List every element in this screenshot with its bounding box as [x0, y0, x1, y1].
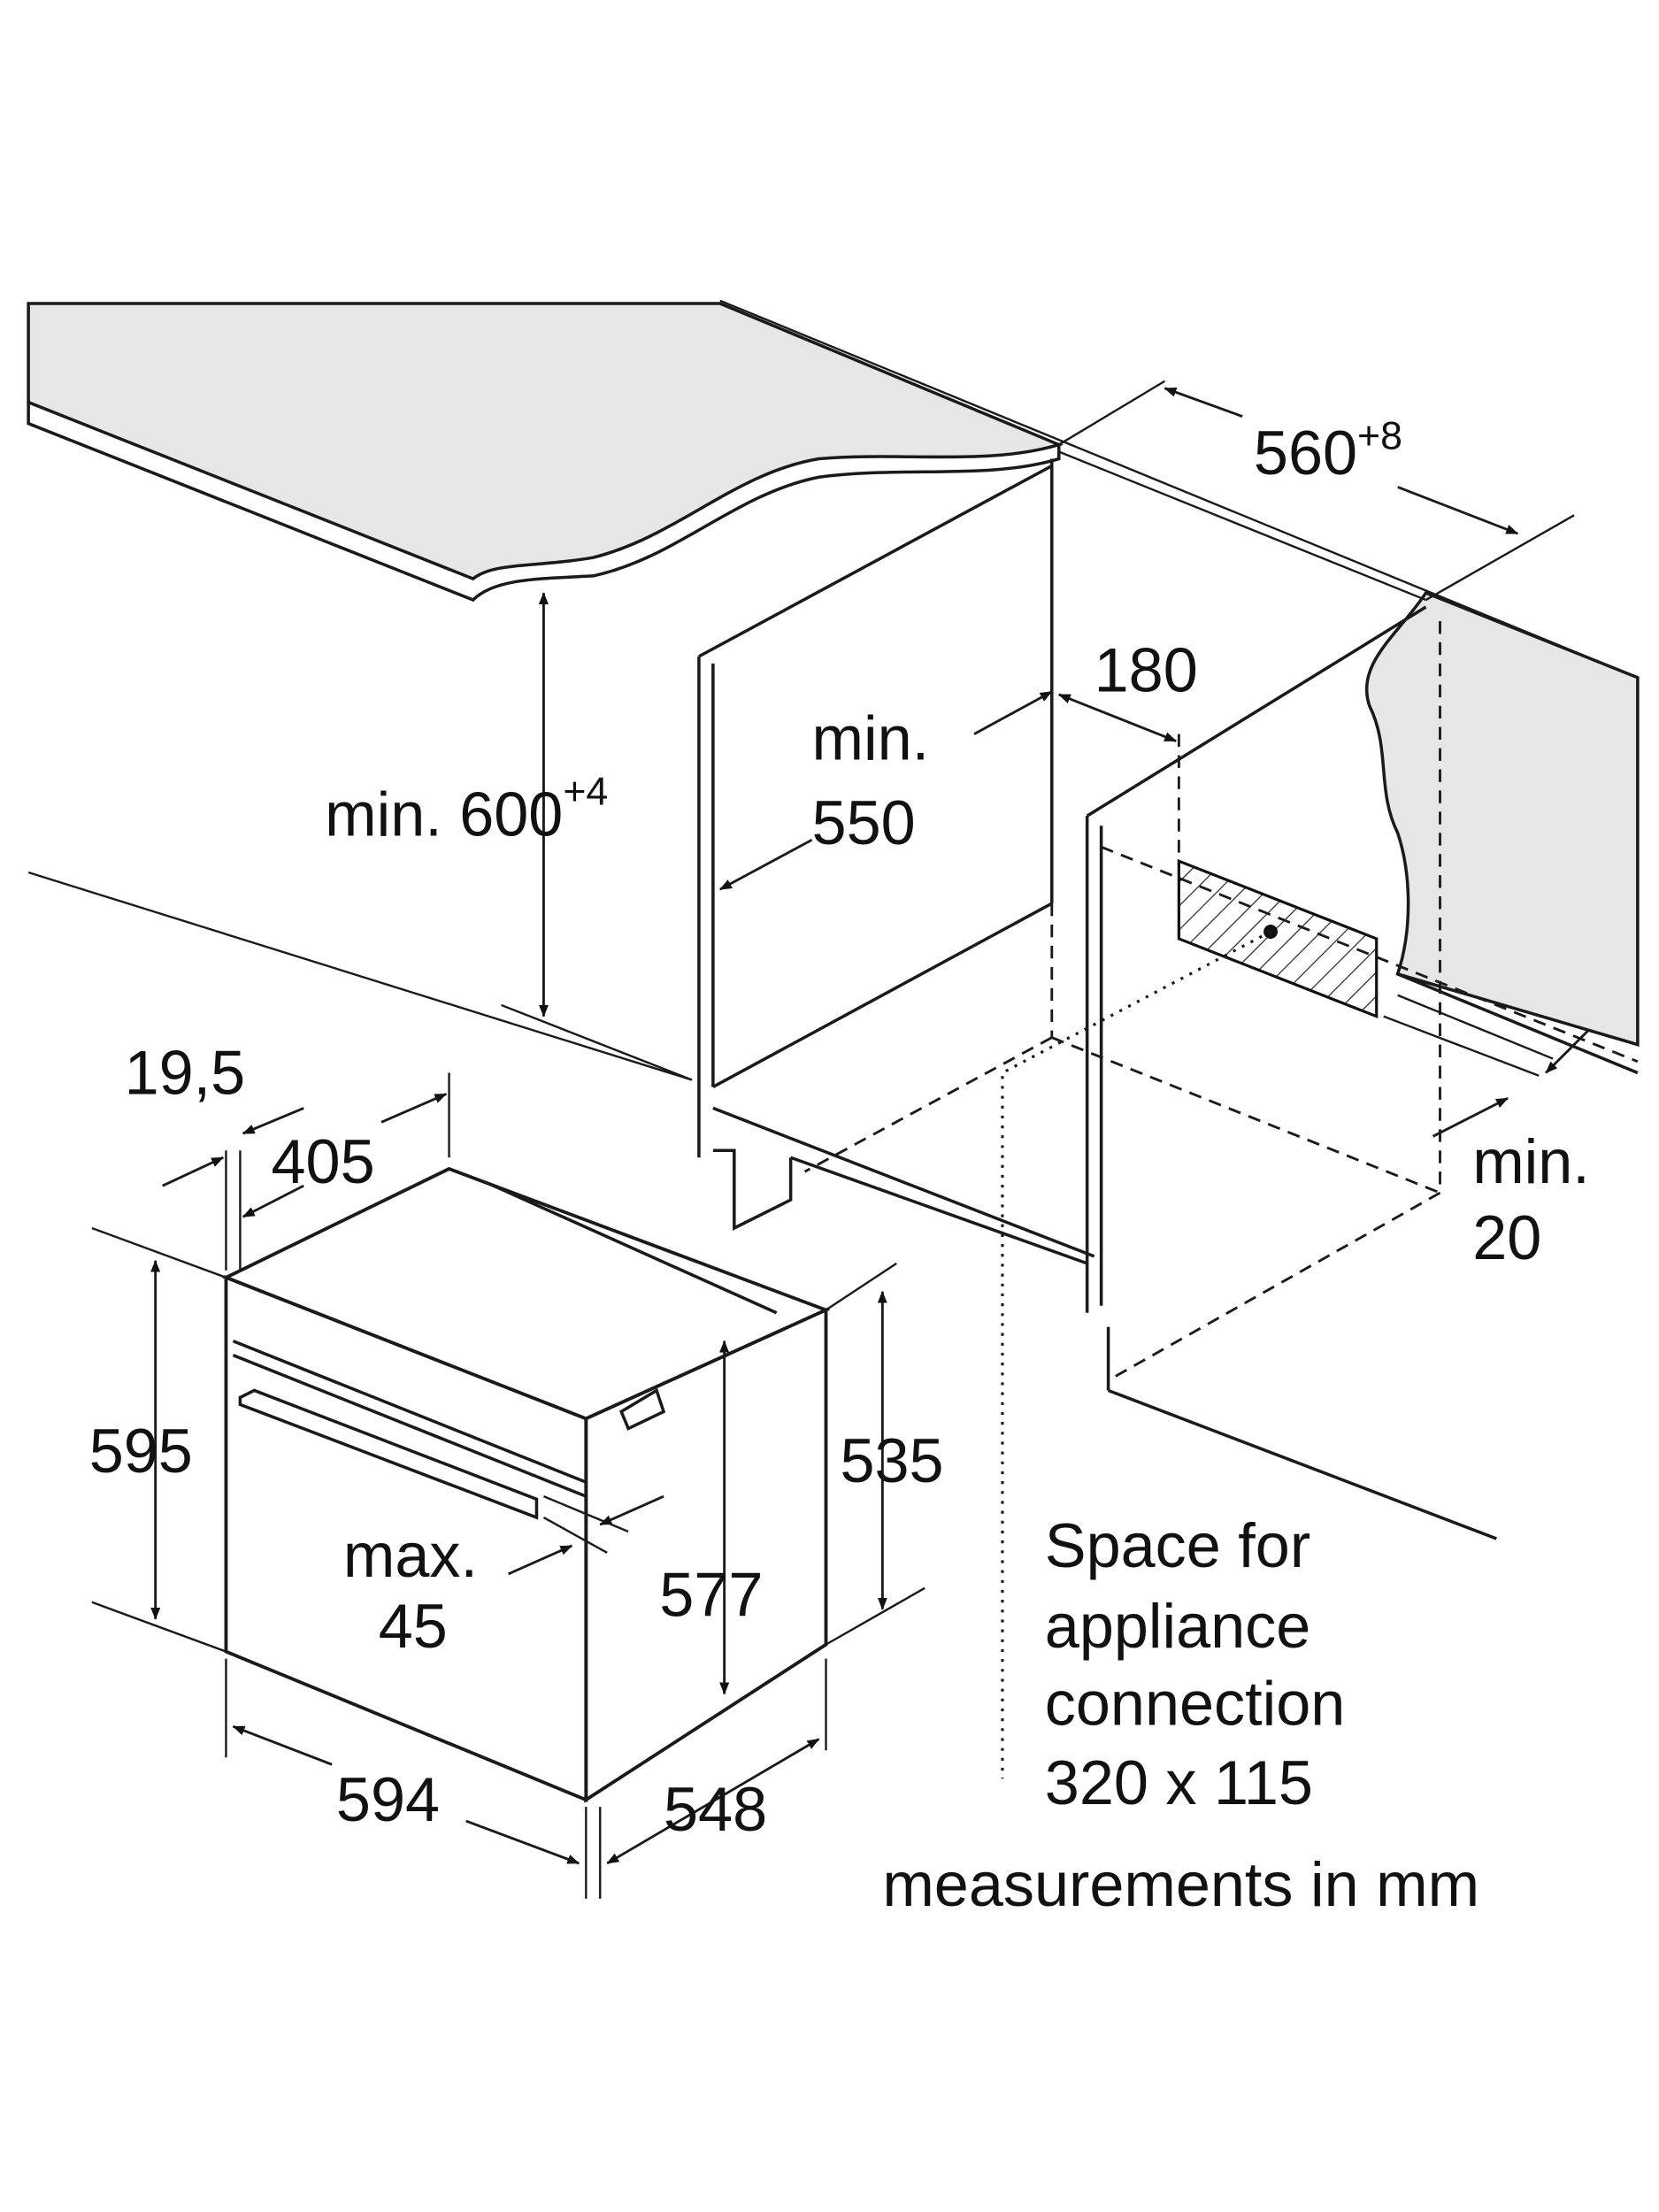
- left-cabinet: [697, 458, 1095, 1258]
- oven: [221, 1166, 831, 1803]
- svg-text:Space for: Space for: [1045, 1510, 1310, 1580]
- dim-min-20-value: 20: [1472, 1202, 1541, 1272]
- dim-595: 595: [89, 1416, 193, 1486]
- dim-min-550-prefix: min.: [812, 703, 930, 772]
- dim-405: 405: [272, 1126, 375, 1196]
- dim-min-20-prefix: min.: [1472, 1126, 1590, 1196]
- right-cabinet: [790, 605, 1497, 1540]
- connection-note: Space for appliance connection 320 x 115: [1045, 1510, 1346, 1817]
- countertop: [27, 299, 1639, 679]
- dim-max-45-prefix: max.: [343, 1520, 478, 1590]
- dim-535: 535: [840, 1425, 943, 1495]
- dimension-lines: [91, 380, 1590, 1899]
- svg-text:appliance: appliance: [1045, 1591, 1311, 1661]
- side-wall: [1364, 590, 1640, 1047]
- svg-text:320 x 115: 320 x 115: [1045, 1747, 1313, 1817]
- connection-area: [1177, 858, 1379, 1019]
- dim-594: 594: [336, 1764, 440, 1834]
- svg-text:connection: connection: [1045, 1669, 1346, 1739]
- dim-180: 180: [1094, 635, 1198, 705]
- dim-min-550-value: 550: [812, 787, 916, 857]
- dim-19-5: 19,5: [125, 1037, 246, 1107]
- dim-548: 548: [664, 1774, 767, 1844]
- units-note: measurements in mm: [882, 1849, 1479, 1919]
- dim-577: 577: [659, 1560, 763, 1630]
- dim-560: 560+8: [1254, 414, 1402, 488]
- dim-min-600: min. 600+4: [325, 770, 608, 849]
- dim-max-45-value: 45: [379, 1591, 448, 1661]
